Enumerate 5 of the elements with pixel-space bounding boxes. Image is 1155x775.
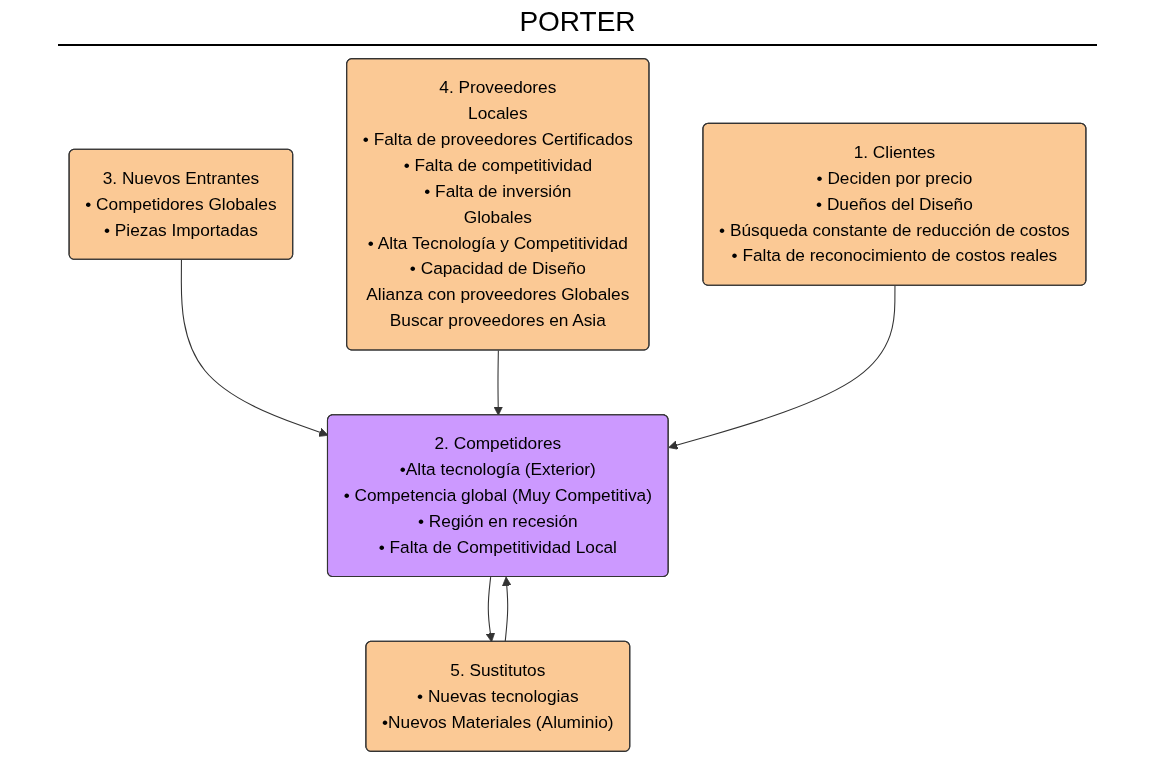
- arrow: [502, 576, 512, 643]
- arrow: [485, 576, 496, 643]
- arrow: [493, 349, 503, 416]
- diagram-title: PORTER: [57, 6, 1098, 46]
- arrow: [668, 285, 896, 450]
